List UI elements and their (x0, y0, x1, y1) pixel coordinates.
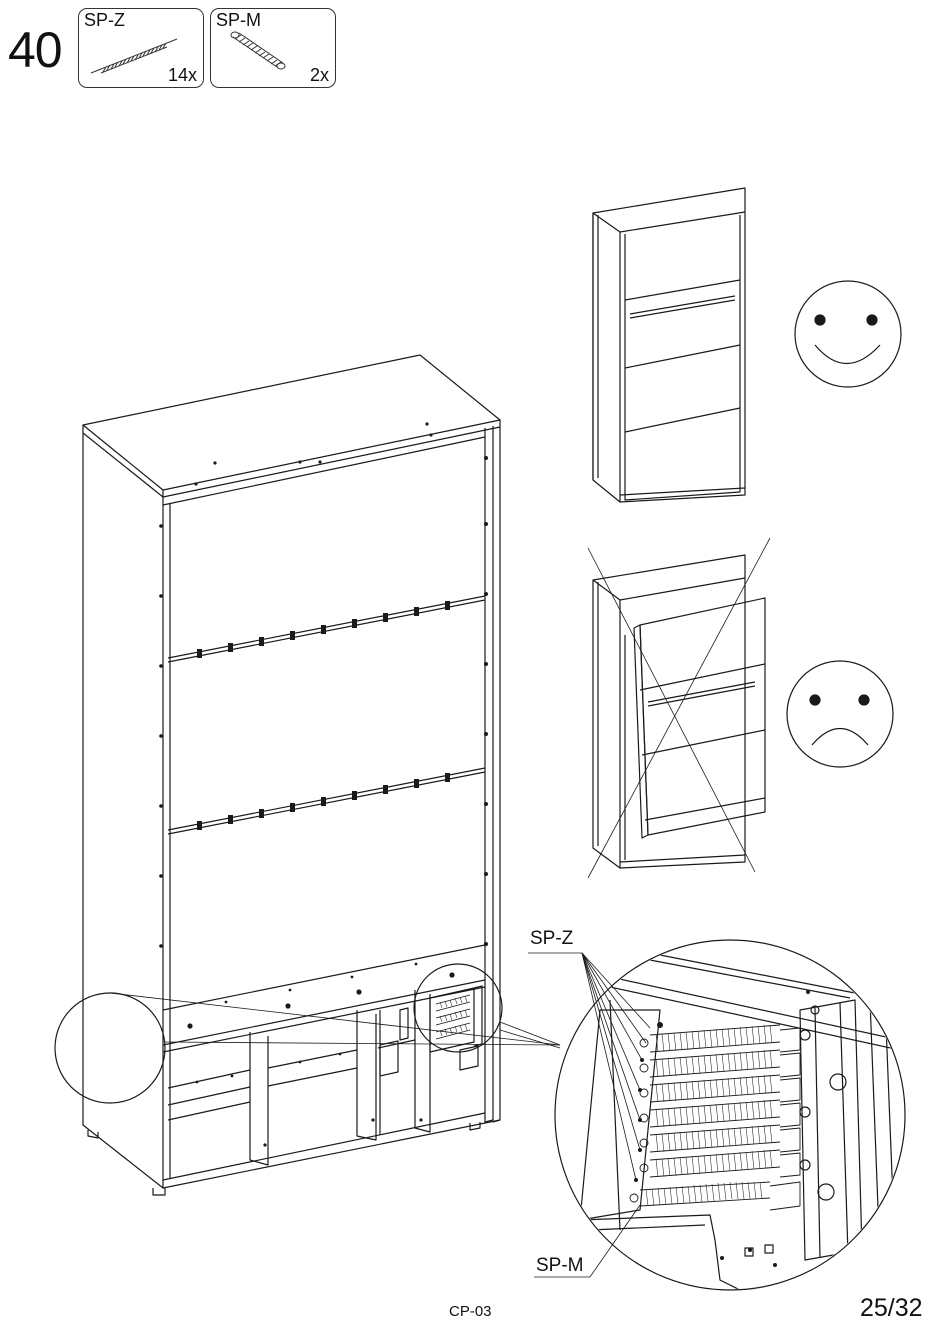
happy-face-icon (795, 281, 901, 387)
page-indicator: 25/32 (860, 1293, 923, 1323)
spring-detail-magnified (555, 940, 905, 1300)
document-code: CP-03 (449, 1303, 492, 1321)
cabinet-correct-example (593, 188, 745, 502)
zoom-circle-left (55, 993, 165, 1103)
callout-label-sp-z: SP-Z (530, 928, 573, 950)
callout-label-sp-m: SP-M (536, 1255, 584, 1277)
sad-face-icon (787, 661, 893, 767)
cabinet-rear-view (83, 355, 500, 1195)
cabinet-incorrect-example (588, 538, 770, 878)
zoom-circle-right (414, 964, 502, 1052)
